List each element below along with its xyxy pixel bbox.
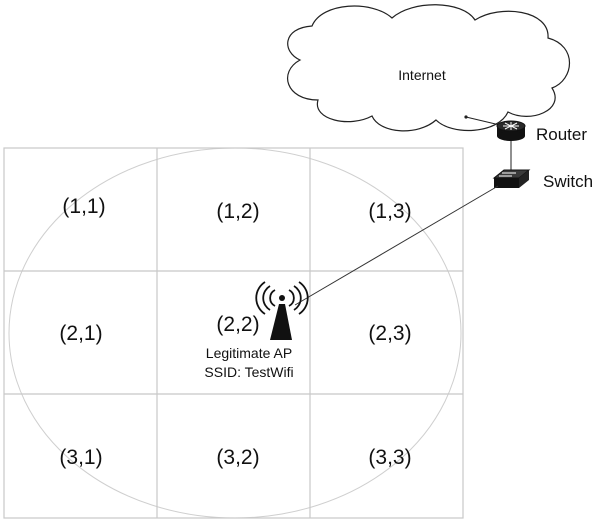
router-icon xyxy=(496,120,526,141)
switch-ap-link xyxy=(294,185,499,306)
cell-label-2-2: (2,2) xyxy=(216,313,259,336)
grid xyxy=(3,147,464,519)
switch-icon xyxy=(492,169,531,188)
cell-label-3-1: (3,1) xyxy=(59,446,102,469)
grid-border xyxy=(3,147,464,519)
internet-label: Internet xyxy=(398,67,446,83)
internet-cloud xyxy=(287,4,571,132)
switch-label: Switch xyxy=(543,172,593,191)
ap-name-label: Legitimate AP xyxy=(206,345,292,361)
cell-label-3-2: (3,2) xyxy=(216,446,259,469)
cell-label-3-3: (3,3) xyxy=(368,446,411,469)
router-label: Router xyxy=(536,125,587,144)
ap-ssid-label: SSID: TestWifi xyxy=(204,364,293,380)
cell-label-1-3: (1,3) xyxy=(368,200,411,223)
cell-label-2-1: (2,1) xyxy=(59,322,102,345)
antenna-icon xyxy=(255,281,309,340)
cell-label-1-2: (1,2) xyxy=(216,200,259,223)
cell-label-1-1: (1,1) xyxy=(62,195,105,218)
cell-label-2-3: (2,3) xyxy=(368,322,411,345)
